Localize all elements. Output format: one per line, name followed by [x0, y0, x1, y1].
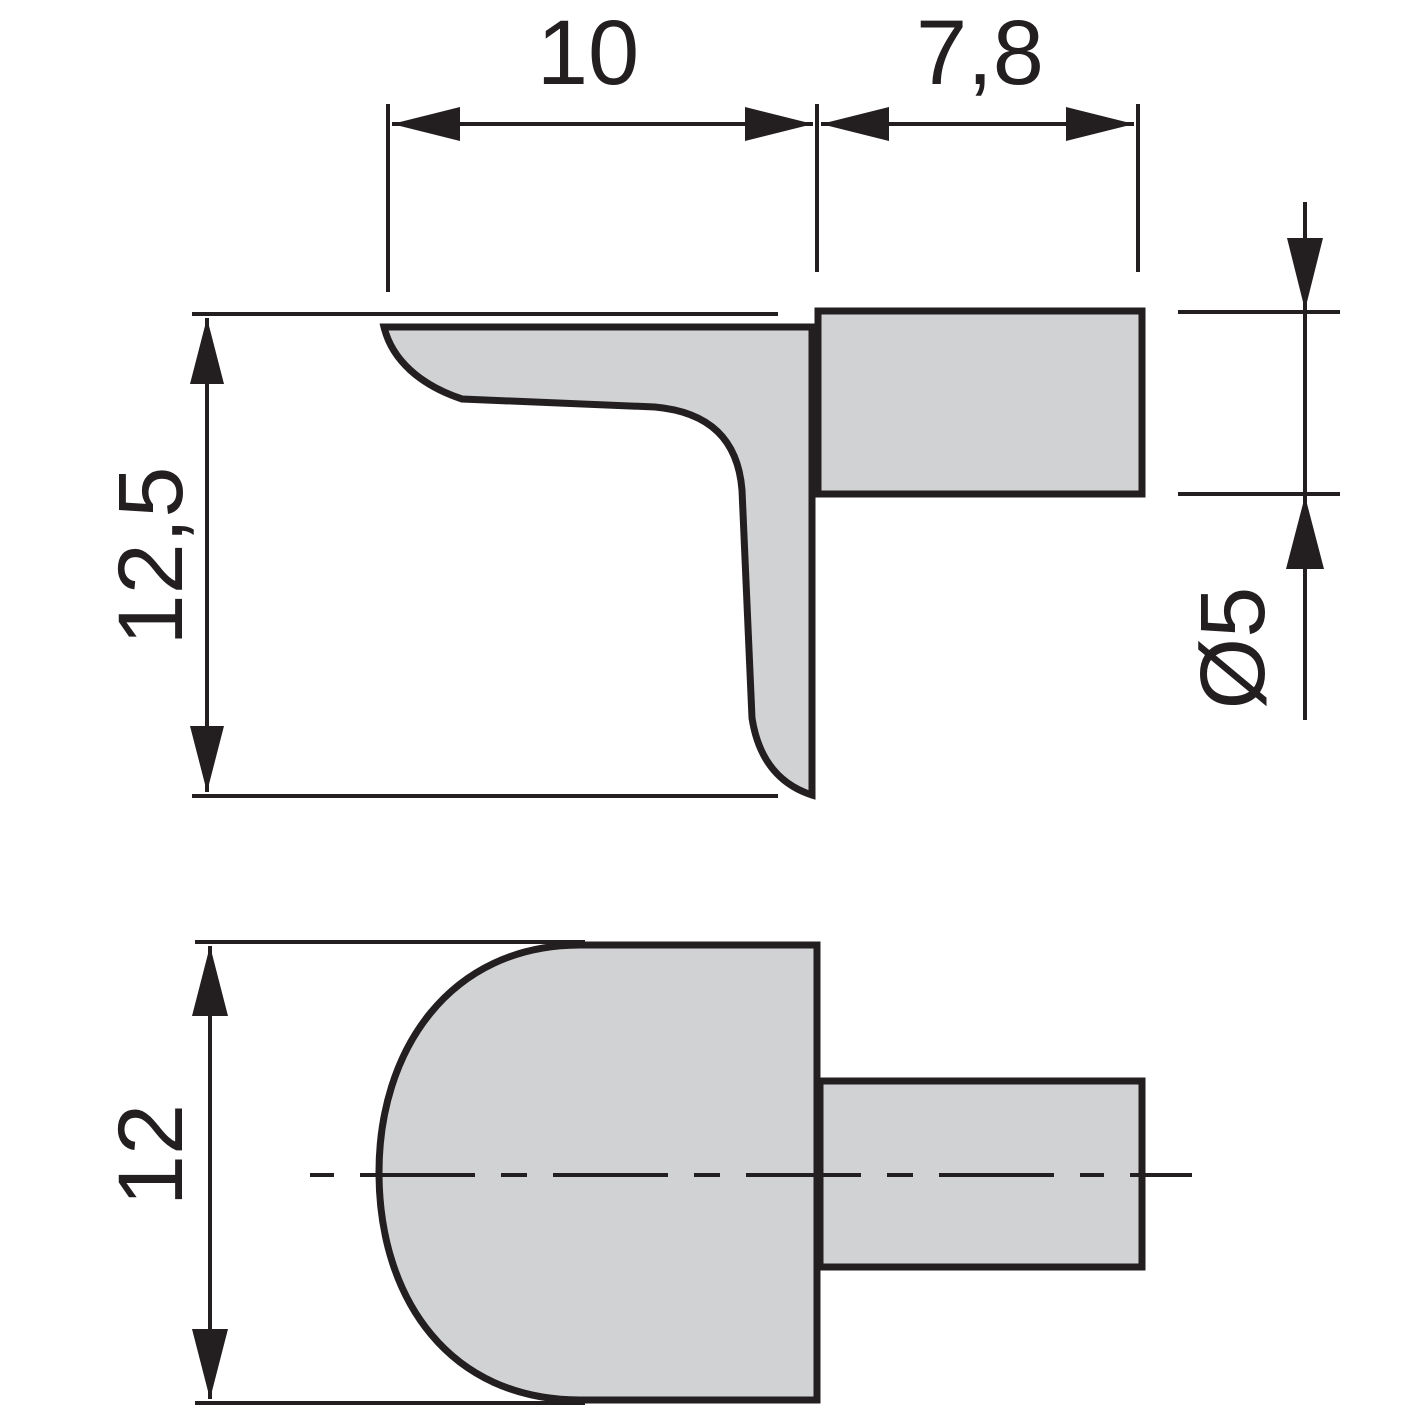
side-view: 12,5 10 7,8 Ø5 [100, 2, 1340, 800]
arrow-down-icon [1287, 238, 1323, 310]
head-top [375, 941, 821, 1404]
dimension-pin-label: 7,8 [916, 2, 1044, 104]
dimension-diameter-label: Ø5 [1182, 587, 1284, 710]
top-view: 12 [100, 940, 1192, 1405]
arrow-up-icon [190, 318, 224, 384]
arrow-down-icon [190, 726, 224, 792]
dimension-width-label: 12 [100, 1104, 202, 1206]
arrow-up-icon [192, 946, 228, 1016]
bracket-profile [379, 323, 816, 800]
arrow-down-icon [192, 1329, 228, 1399]
arrow-left-icon [392, 107, 460, 141]
arrow-right-icon [1066, 107, 1134, 141]
arrow-right-icon [745, 107, 813, 141]
pin-side [814, 307, 1146, 498]
arrow-left-icon [821, 107, 889, 141]
dimension-bracket-label: 10 [537, 2, 639, 104]
dimension-height-label: 12,5 [100, 466, 202, 645]
arrow-up-icon [1286, 496, 1324, 569]
